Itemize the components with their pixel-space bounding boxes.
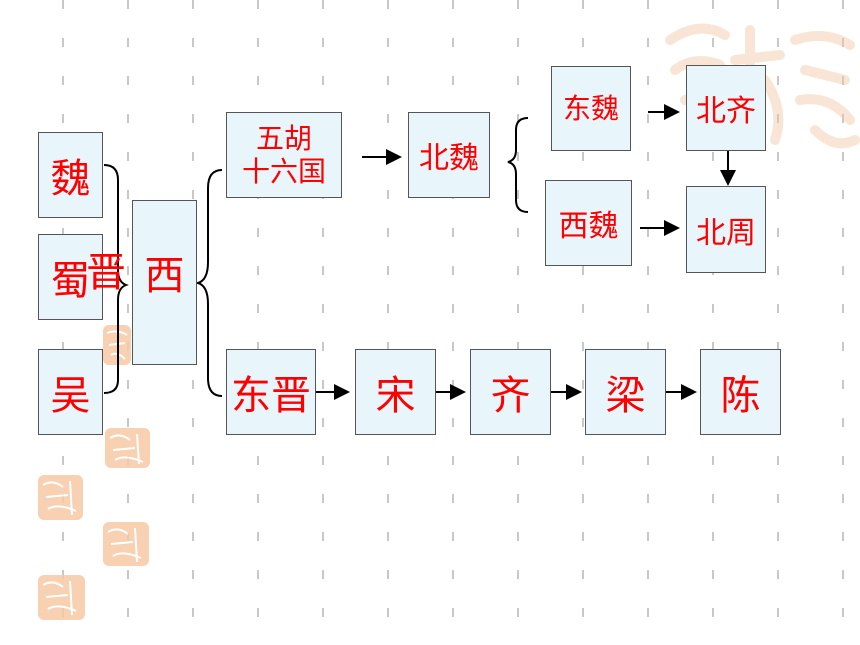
- grid-dash: [582, 0, 584, 645]
- node-wuhu-shiliuguo: 五胡 十六国: [226, 112, 342, 198]
- grid-dash: [452, 0, 454, 645]
- seal-stamp: [38, 475, 83, 520]
- grid-dash: [62, 0, 64, 645]
- node-beiqi: 北齐: [686, 65, 766, 151]
- node-chen: 陈: [700, 349, 781, 435]
- node-liang: 梁: [585, 349, 666, 435]
- grid-dash: [387, 0, 389, 645]
- brace-western-jin: [194, 169, 223, 397]
- grid-dash: [127, 0, 129, 645]
- seal-stamp: [38, 575, 85, 620]
- brace-northern-wei: [507, 117, 529, 213]
- seal-stamp: [105, 428, 150, 468]
- seal-logo-watermark: [655, 0, 860, 160]
- node-wu: 吴: [38, 349, 103, 435]
- grid-dash: [517, 0, 519, 645]
- node-song: 宋: [355, 349, 436, 435]
- grid-dash: [257, 0, 259, 645]
- node-shu: 蜀: [38, 234, 103, 320]
- node-dongwei: 东魏: [551, 66, 631, 151]
- node-jin-overlay: 晋: [86, 250, 126, 296]
- grid-dash: [647, 0, 649, 645]
- node-beizhou: 北周: [686, 186, 766, 273]
- node-xi: 西: [132, 200, 197, 365]
- brace-three-kingdoms: [103, 164, 129, 394]
- seal-stamp: [103, 522, 149, 566]
- grid-dash: [842, 0, 844, 645]
- node-beiwei: 北魏: [408, 112, 490, 198]
- node-qi: 齐: [470, 349, 551, 435]
- node-dongjin: 东晋: [226, 349, 316, 435]
- node-wei: 魏: [38, 132, 103, 218]
- grid-dash: [322, 0, 324, 645]
- grid-dash: [712, 0, 714, 645]
- grid-dash: [777, 0, 779, 645]
- node-xiwei: 西魏: [545, 180, 632, 266]
